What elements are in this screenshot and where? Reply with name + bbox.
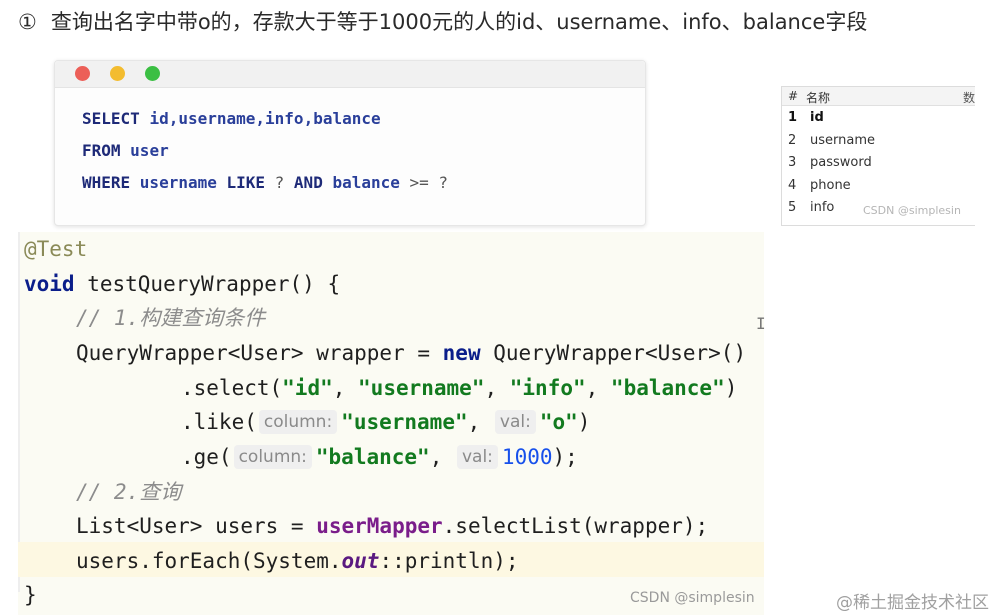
code-line-comment-2: // 2.查询 — [76, 480, 182, 504]
sql-line-select: SELECT id,username,info,balance — [82, 109, 381, 128]
csdn-watermark-small: CSDN @simplesin — [863, 204, 961, 217]
csdn-watermark: CSDN @simplesin — [630, 590, 755, 606]
code-line-method-decl: void testQueryWrapper() { — [24, 272, 341, 296]
text-cursor-icon: I — [756, 314, 766, 333]
sql-line-where: WHERE username LIKE ? AND balance >= ? — [82, 173, 449, 192]
param-hint-column: column: — [233, 445, 312, 469]
code-line-like: .like(column:"username", val:"o") — [181, 410, 591, 434]
window-titlebar — [55, 61, 645, 88]
heading: ① 查询出名字中带o的，存款大于等于1000元的人的id、username、inf… — [18, 6, 867, 36]
java-code-editor[interactable]: @Test void testQueryWrapper() { // 1.构建查… — [18, 232, 766, 615]
sql-code-card: SELECT id,username,info,balance FROM use… — [54, 60, 646, 226]
code-line-foreach: users.forEach(System.out::println); — [76, 549, 519, 573]
param-hint-val: val: — [456, 445, 498, 469]
table-header: # 名称 数 — [782, 87, 975, 106]
current-line-highlight — [18, 542, 764, 577]
code-line-annotation: @Test — [24, 237, 88, 261]
heading-text: 查询出名字中带o的，存款大于等于1000元的人的id、username、info… — [50, 10, 868, 34]
code-line-brace-close: } — [24, 583, 37, 607]
code-line-select: .select("id", "username", "info", "balan… — [181, 376, 738, 400]
minimize-dot-icon[interactable] — [110, 66, 125, 81]
code-line-ge: .ge(column:"balance", val:1000); — [181, 445, 578, 469]
indent-guide — [18, 232, 20, 592]
juejin-watermark: @稀土掘金技术社区 — [836, 593, 989, 613]
sql-statement: SELECT id,username,info,balance FROM use… — [82, 109, 448, 205]
param-hint-val: val: — [494, 410, 536, 434]
sql-line-from: FROM user — [82, 141, 169, 160]
param-hint-column: column: — [258, 410, 338, 434]
close-dot-icon[interactable] — [75, 66, 90, 81]
code-line-wrapper-new: QueryWrapper<User> wrapper = new QueryWr… — [76, 341, 747, 365]
step-number: ① — [18, 10, 37, 34]
code-line-comment-1: // 1.构建查询条件 — [76, 306, 266, 330]
maximize-dot-icon[interactable] — [145, 66, 160, 81]
code-line-selectlist: List<User> users = userMapper.selectList… — [76, 514, 709, 538]
